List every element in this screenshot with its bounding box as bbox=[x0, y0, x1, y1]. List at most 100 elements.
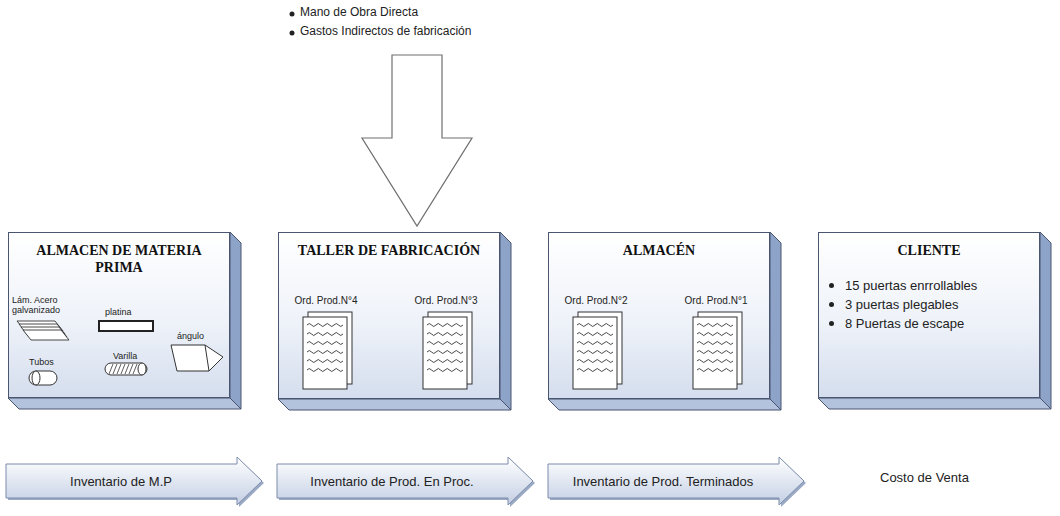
text-line bbox=[427, 360, 463, 363]
box-heading: ALMACÉN bbox=[549, 233, 769, 260]
text-line bbox=[427, 351, 463, 354]
text-line bbox=[427, 342, 463, 345]
text-line bbox=[577, 333, 613, 336]
bullet-dot bbox=[829, 321, 834, 326]
cost-input: Gastos Indirectos de fabricación bbox=[300, 24, 471, 38]
box-bottom bbox=[548, 399, 781, 410]
inventory-arrow: Inventario de Prod. Terminados bbox=[547, 456, 805, 506]
input-arrow bbox=[362, 55, 472, 226]
box-bottom bbox=[8, 398, 241, 409]
box-bottom bbox=[818, 398, 1051, 409]
bullet-dot bbox=[829, 302, 834, 307]
coil-turn bbox=[117, 364, 121, 374]
text-line bbox=[427, 333, 463, 336]
text-line bbox=[697, 324, 733, 327]
box-heading: CLIENTE bbox=[819, 233, 1039, 260]
tube-end bbox=[32, 371, 40, 385]
box-side bbox=[1040, 232, 1051, 409]
stage-box: CLIENTE 15 puertas enrrollables 3 puertas … bbox=[818, 232, 1040, 398]
box-side bbox=[770, 232, 781, 410]
order-label: Ord. Prod.N°1 bbox=[683, 295, 749, 307]
coil-turn bbox=[125, 364, 129, 374]
material-label: Lám. Acero galvanizado bbox=[12, 295, 76, 315]
angle-profile bbox=[171, 345, 223, 371]
bullet-dot bbox=[290, 12, 295, 17]
band-body bbox=[548, 457, 804, 505]
text-line bbox=[307, 351, 343, 354]
coil-turn bbox=[121, 364, 125, 374]
list-text: 15 puertas enrrollables bbox=[845, 278, 977, 293]
text-line bbox=[307, 324, 343, 327]
inventory-label: Inventario de Prod. Terminados bbox=[573, 474, 753, 489]
document-icon bbox=[683, 311, 749, 391]
coil-turn bbox=[129, 364, 133, 374]
production-order: Ord. Prod.N°2 bbox=[563, 295, 629, 391]
text-line bbox=[307, 369, 343, 372]
band-body bbox=[277, 457, 533, 505]
text-line bbox=[697, 333, 733, 336]
page-front bbox=[693, 317, 737, 389]
bullet-dot bbox=[829, 283, 834, 288]
material-label: platina bbox=[105, 307, 132, 317]
box-side bbox=[500, 232, 511, 410]
angle-edge bbox=[205, 345, 209, 371]
document-icon bbox=[563, 311, 629, 391]
rod-coil bbox=[105, 363, 147, 375]
text-line bbox=[697, 360, 733, 363]
text-line bbox=[697, 342, 733, 345]
text-line bbox=[307, 342, 343, 345]
order-label: Ord. Prod.N°2 bbox=[563, 295, 629, 307]
text-line bbox=[577, 351, 613, 354]
text-line bbox=[427, 369, 463, 372]
production-order: Ord. Prod.N°3 bbox=[413, 295, 479, 391]
cost-input: Mano de Obra Directa bbox=[300, 5, 418, 19]
inventory-label: Inventario de Prod. En Proc. bbox=[310, 474, 473, 489]
document-icon bbox=[413, 311, 479, 391]
text-line bbox=[577, 324, 613, 327]
page-front bbox=[303, 317, 347, 389]
order-label: Ord. Prod.N°4 bbox=[293, 295, 359, 307]
document-icon bbox=[293, 311, 359, 391]
text-line bbox=[577, 369, 613, 372]
inventory-arrow: Inventario de M.P bbox=[5, 456, 263, 506]
text-line bbox=[427, 324, 463, 327]
box-heading: ALMACEN DE MATERIA PRIMA bbox=[9, 233, 229, 277]
production-order: Ord. Prod.N°1 bbox=[683, 295, 749, 391]
stage-box: ALMACÉN Ord. Prod.N°2 Ord. Prod.N°1 bbox=[548, 232, 770, 399]
stage-box: ALMACEN DE MATERIA PRIMA Lám. Acero galva… bbox=[8, 232, 230, 398]
list-item: 8 Puertas de escape bbox=[819, 314, 1039, 333]
order-label: Ord. Prod.N°3 bbox=[413, 295, 479, 307]
stage-box: TALLER DE FABRICACIÓN Ord. Prod.N°4 Ord. P… bbox=[278, 232, 500, 399]
coil-turn bbox=[133, 364, 137, 374]
list-text: 8 Puertas de escape bbox=[845, 316, 964, 331]
box-side bbox=[230, 232, 241, 409]
box-heading: TALLER DE FABRICACIÓN bbox=[279, 233, 499, 260]
page-front bbox=[573, 317, 617, 389]
text-line bbox=[697, 369, 733, 372]
cost-of-sales: Costo de Venta bbox=[880, 470, 969, 485]
box-bottom bbox=[278, 399, 511, 410]
band-body bbox=[6, 457, 262, 505]
list-text: 3 puertas plegables bbox=[845, 297, 958, 312]
coil-turn bbox=[113, 364, 117, 374]
platina-bar bbox=[99, 321, 153, 331]
text-line bbox=[697, 351, 733, 354]
list-item: 3 puertas plegables bbox=[819, 295, 1039, 314]
text-line bbox=[307, 360, 343, 363]
inventory-arrow: Inventario de Prod. En Proc. bbox=[276, 456, 534, 506]
list-item: 15 puertas enrrollables bbox=[819, 276, 1039, 295]
material-label: ángulo bbox=[177, 331, 204, 341]
steel-sheet bbox=[23, 330, 69, 340]
inventory-label: Inventario de M.P bbox=[70, 474, 172, 489]
text-line bbox=[577, 360, 613, 363]
production-order: Ord. Prod.N°4 bbox=[293, 295, 359, 391]
text-line bbox=[307, 333, 343, 336]
tube bbox=[29, 371, 57, 385]
coil-turn bbox=[109, 364, 113, 374]
material-label: Tubos bbox=[29, 357, 54, 367]
rod-end bbox=[138, 363, 146, 375]
material-label: Varilla bbox=[113, 351, 137, 361]
bullet-dot bbox=[290, 31, 295, 36]
page-front bbox=[423, 317, 467, 389]
text-line bbox=[577, 342, 613, 345]
